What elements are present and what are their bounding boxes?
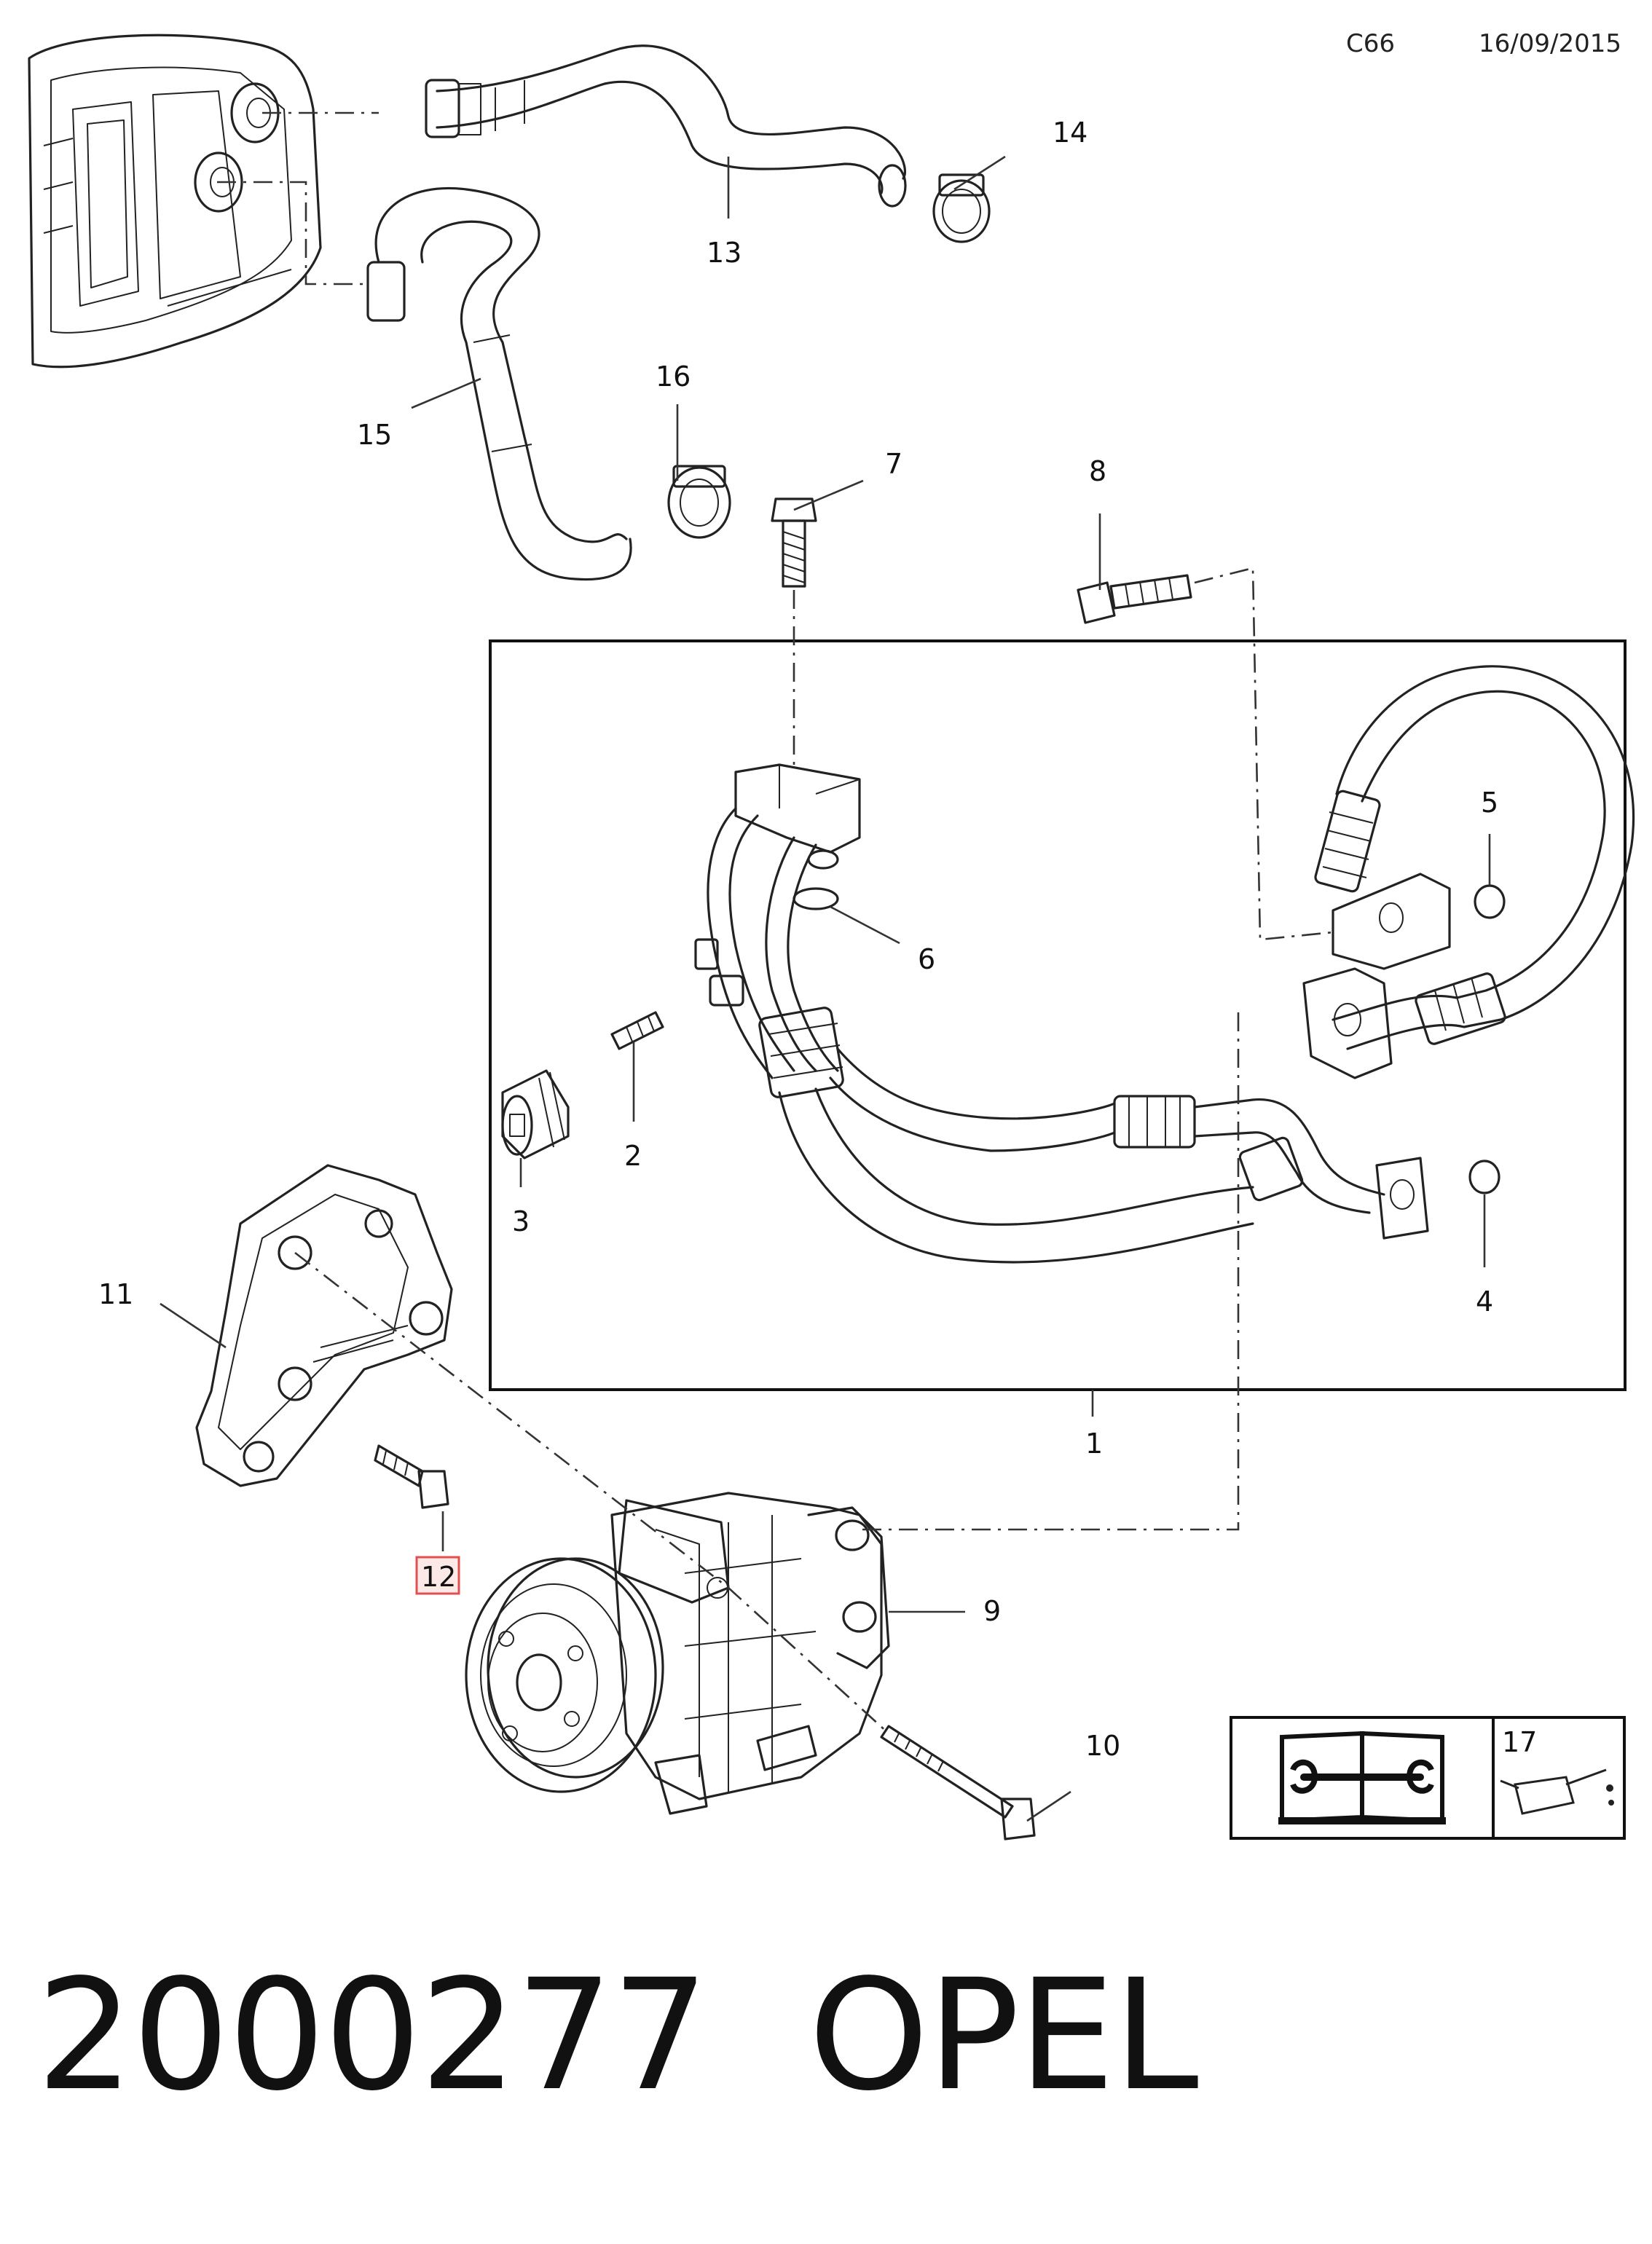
- heater-hose-13: [425, 44, 907, 208]
- callout-5: 5: [1481, 787, 1498, 819]
- hose-clamp-14: [932, 173, 991, 243]
- repair-manual-icon: [1278, 1731, 1446, 1824]
- bolt-8: [1077, 574, 1192, 624]
- callout-3: 3: [512, 1205, 530, 1237]
- callout-17: 17: [1502, 1726, 1537, 1758]
- callout-1: 1: [1085, 1428, 1103, 1460]
- alignment-line: [860, 1012, 1240, 1531]
- brand-name: OPEL: [809, 1946, 1199, 2125]
- callout-6: 6: [918, 943, 935, 975]
- callout-14: 14: [1053, 117, 1087, 149]
- callout-13: 13: [707, 237, 742, 269]
- callout-4: 4: [1476, 1286, 1493, 1318]
- bolt-7: [771, 497, 817, 588]
- heater-core-housing: [28, 34, 322, 369]
- callout-2: 2: [624, 1140, 642, 1172]
- callout-8: 8: [1089, 455, 1106, 487]
- alignment-line: [294, 1251, 889, 1734]
- bolt-10: [880, 1725, 1036, 1841]
- callout-10: 10: [1085, 1730, 1120, 1762]
- heater-hose-15: [366, 186, 632, 581]
- ac-compressor-9: [465, 1492, 890, 1815]
- compressor-bracket-11: [195, 1164, 453, 1487]
- o-ring-6: [792, 887, 839, 910]
- hose-clamp-16: [667, 465, 731, 539]
- alignment-line: [217, 111, 379, 286]
- hose-assembly-frame: [489, 639, 1627, 1391]
- o-ring-4: [1468, 1160, 1500, 1194]
- diagram-date: 16/09/2015: [1479, 29, 1621, 58]
- oil-can-icon: [1500, 1768, 1614, 1815]
- legend-box: 17: [1230, 1716, 1626, 1840]
- alignment-line: [1194, 567, 1334, 941]
- callout-7: 7: [885, 448, 902, 480]
- callout-12: 12: [421, 1561, 456, 1593]
- part-number: 2000277: [36, 1946, 709, 2125]
- callout-15: 15: [357, 419, 392, 451]
- callout-9: 9: [983, 1595, 1001, 1627]
- callout-16: 16: [656, 361, 691, 393]
- page-code: C66: [1346, 29, 1396, 58]
- valve-core-2: [610, 1011, 664, 1050]
- leader-lines: [160, 155, 1491, 1822]
- callout-11: 11: [98, 1278, 133, 1310]
- o-ring-5: [1474, 884, 1506, 919]
- callout-12-highlight: [415, 1556, 460, 1595]
- valve-cap-3: [501, 1069, 570, 1160]
- ac-hose-assembly-1: [694, 665, 1635, 1264]
- bolt-12: [374, 1444, 449, 1509]
